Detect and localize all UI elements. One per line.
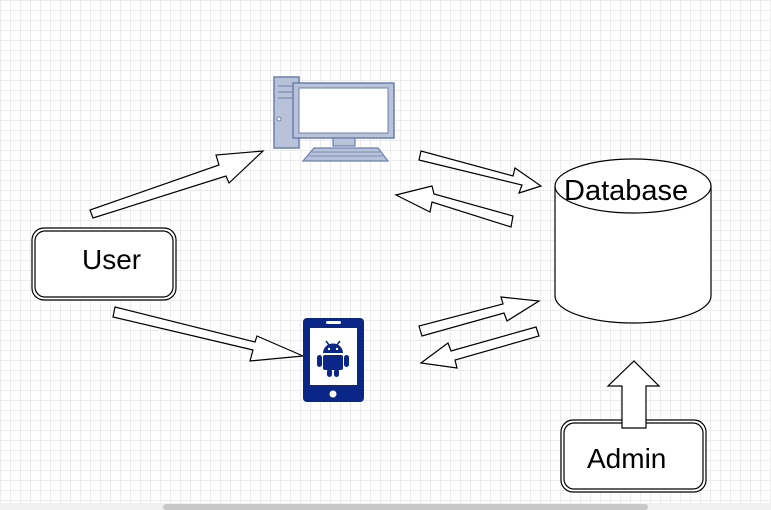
user-label: User bbox=[82, 244, 142, 275]
database-node[interactable] bbox=[554, 158, 712, 324]
admin-node[interactable] bbox=[560, 419, 707, 493]
horizontal-scrollbar-thumb[interactable] bbox=[163, 504, 648, 510]
android-phone-icon bbox=[303, 318, 364, 402]
arrow-admin-to-database bbox=[606, 360, 661, 429]
user-node[interactable] bbox=[31, 227, 177, 301]
arrow-user-to-phone bbox=[112, 306, 304, 362]
arrow-desktop-to-database bbox=[418, 150, 543, 194]
arrow-database-to-desktop bbox=[394, 185, 514, 228]
desktop-computer-icon bbox=[273, 76, 395, 162]
arrow-phone-to-database bbox=[418, 296, 541, 337]
arrow-user-to-desktop bbox=[89, 150, 265, 219]
arrow-database-to-phone bbox=[419, 326, 540, 369]
admin-label: Admin bbox=[587, 443, 667, 474]
database-label: Database bbox=[564, 175, 689, 207]
